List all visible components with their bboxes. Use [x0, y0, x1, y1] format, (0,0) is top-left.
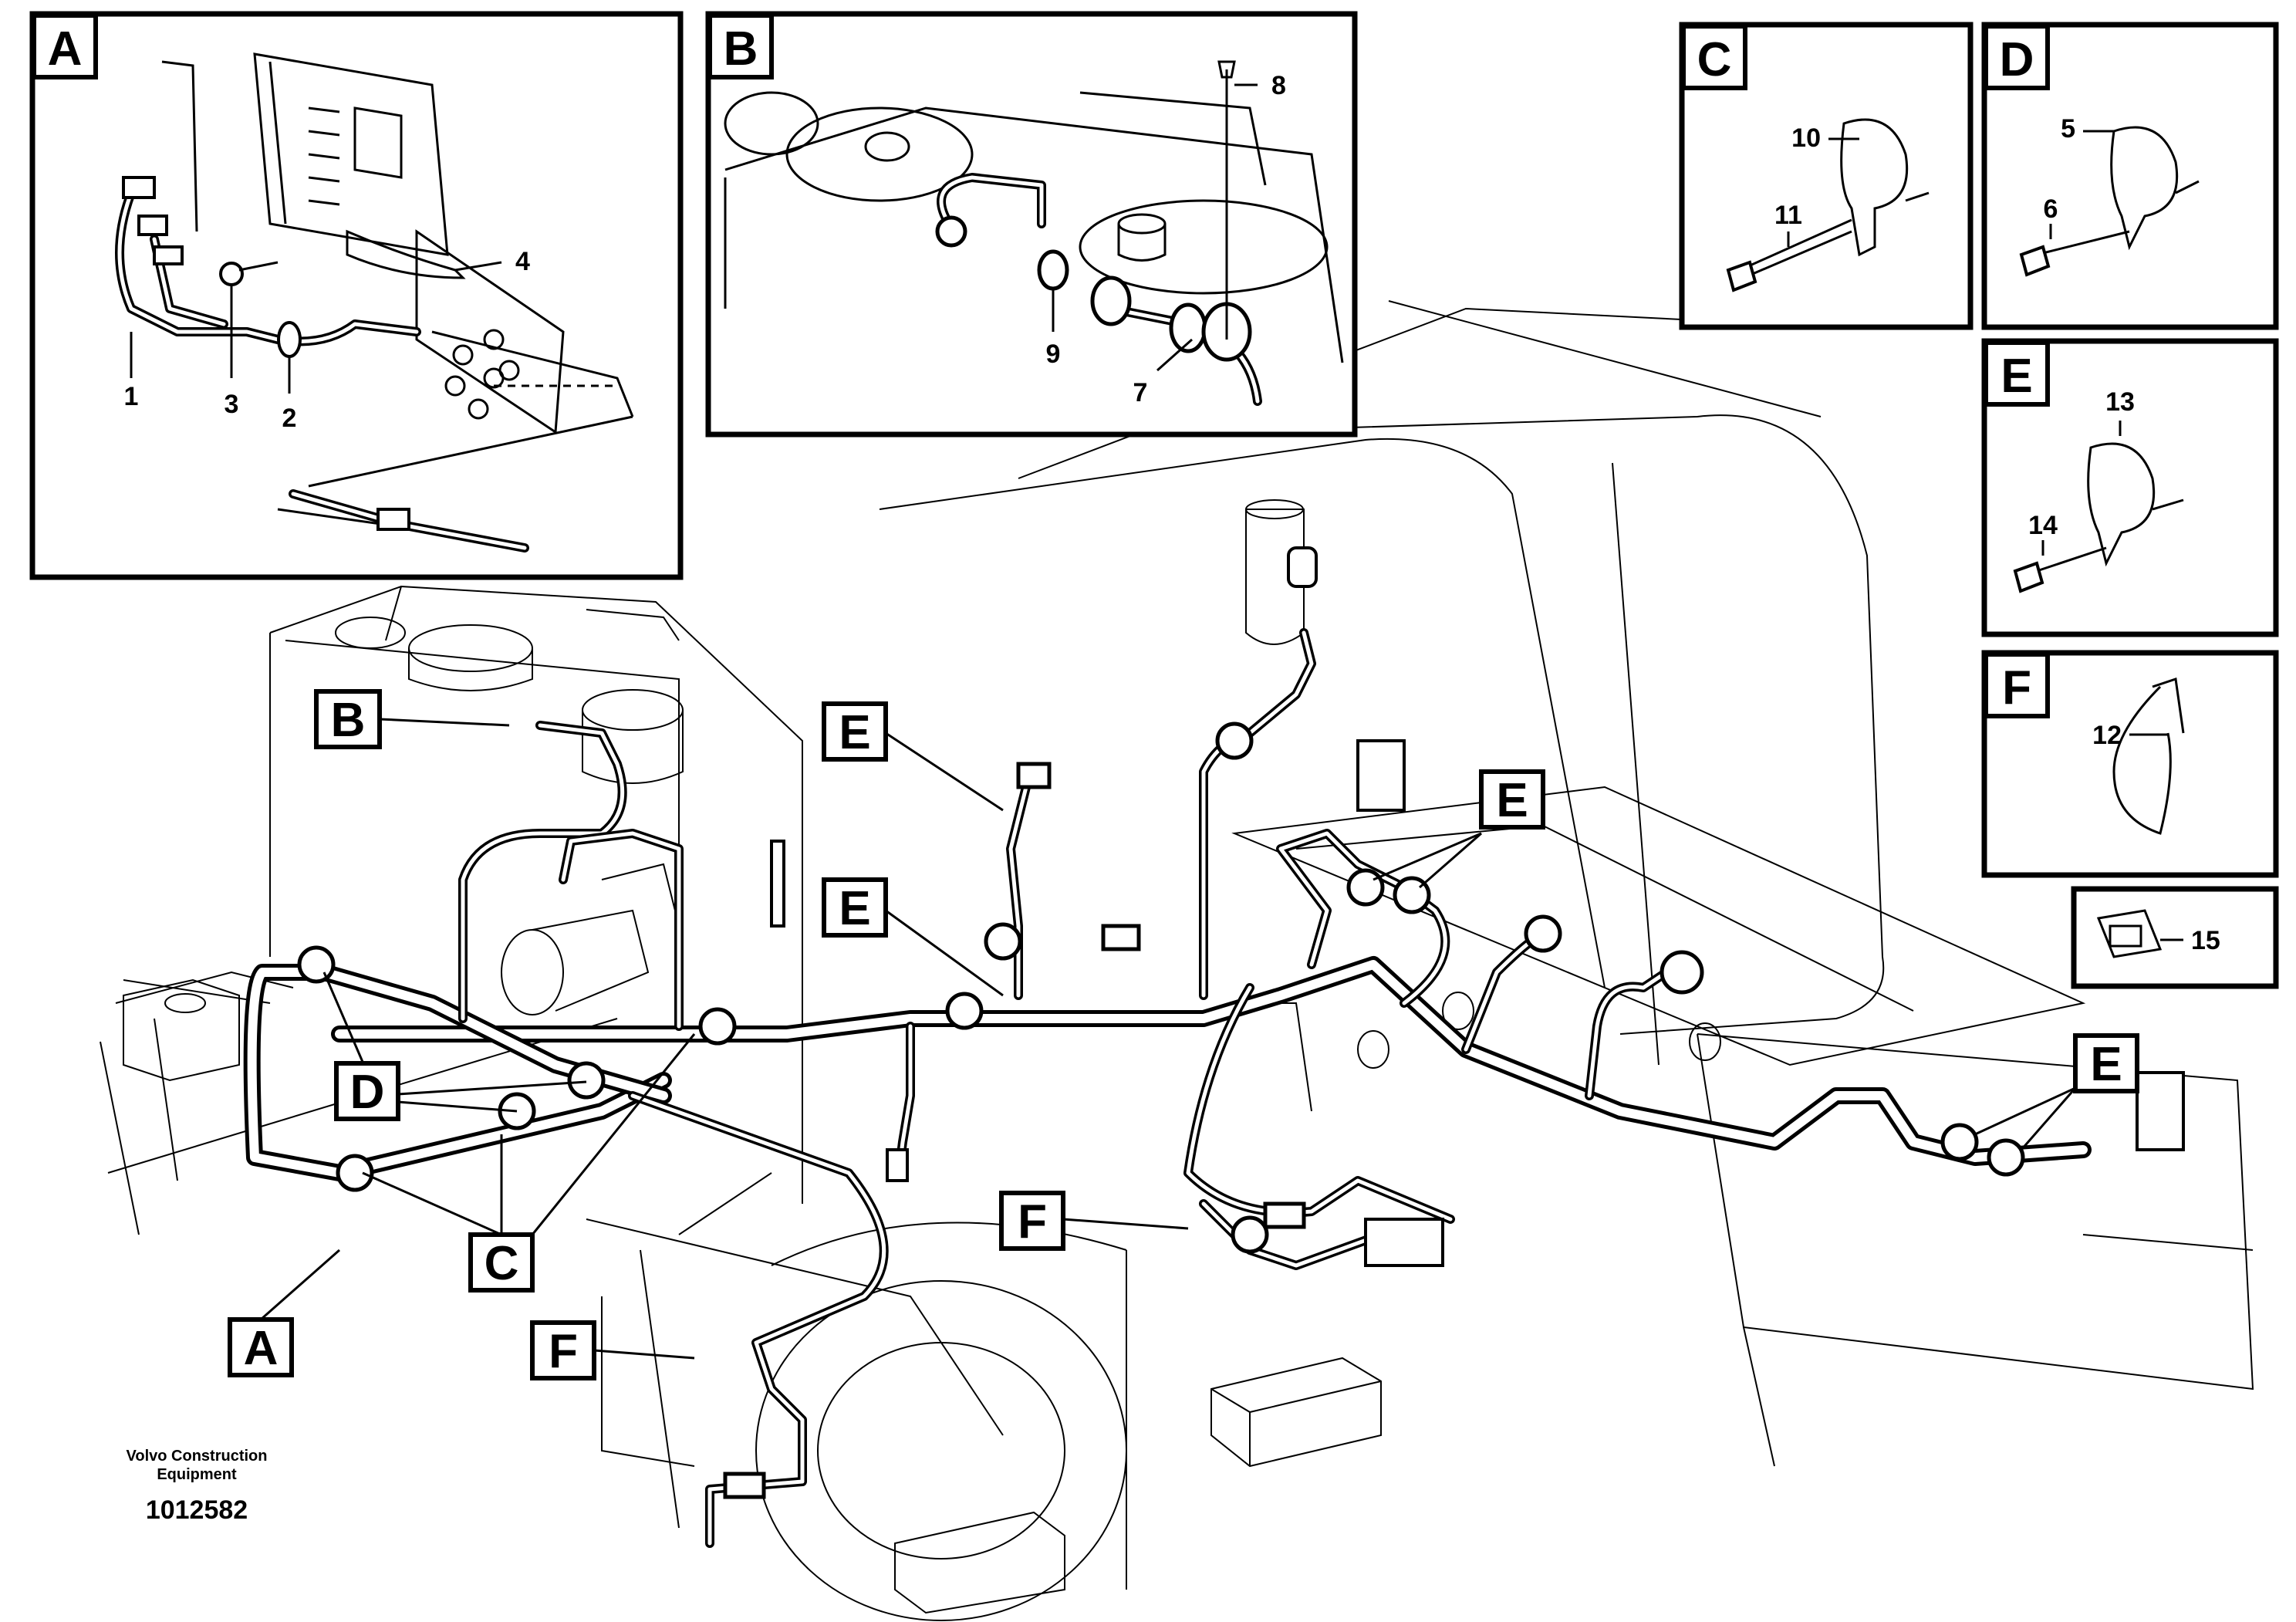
callout-7: 7 — [1133, 378, 1148, 407]
footer: Volvo Construction Equipment 1012582 — [127, 1448, 268, 1525]
callout-11: 11 — [1774, 201, 1802, 230]
label-e-3: E — [1496, 774, 1528, 827]
callout-1: 1 — [124, 382, 139, 411]
detail-d-letter: D — [2000, 33, 2034, 86]
label-d: D — [350, 1066, 385, 1119]
detail-box-a: A 1 — [29, 11, 684, 580]
callout-10: 10 — [1791, 123, 1821, 153]
callout-13: 13 — [2105, 387, 2135, 417]
detail-box-part15: 15 — [2071, 886, 2279, 989]
detail-f-letter: F — [2002, 661, 2031, 715]
detail-box-f: F 12 — [1981, 650, 2279, 878]
label-a: A — [244, 1322, 279, 1375]
callout-5: 5 — [2061, 114, 2075, 144]
label-e-2: E — [839, 882, 870, 935]
callout-8: 8 — [1271, 71, 1286, 100]
callout-9: 9 — [1046, 340, 1061, 369]
label-e-4: E — [2090, 1038, 2122, 1091]
detail-e-letter: E — [2001, 350, 2032, 403]
callout-4: 4 — [515, 247, 530, 276]
label-b: B — [331, 694, 366, 747]
callout-15: 15 — [2191, 926, 2220, 955]
company-name-line2: Equipment — [157, 1466, 237, 1483]
detail-c-letter: C — [1697, 33, 1732, 86]
detail-box-b: B 8 9 7 — [705, 11, 1358, 438]
callout-12: 12 — [2092, 721, 2122, 750]
company-name-line1: Volvo Construction — [127, 1448, 268, 1465]
label-f-1: F — [1018, 1195, 1047, 1249]
detail-box-d: D 5 6 — [1981, 22, 2279, 330]
detail-box-e: E 13 14 — [1981, 338, 2279, 637]
callout-3: 3 — [225, 390, 239, 419]
detail-a-letter: A — [48, 22, 83, 76]
label-c: C — [485, 1237, 519, 1290]
label-e-1: E — [839, 706, 870, 759]
callout-6: 6 — [2044, 194, 2058, 224]
label-f-2: F — [549, 1325, 578, 1378]
detail-b-letter: B — [724, 22, 758, 76]
harness-connectors — [297, 546, 2185, 1499]
drawing-number: 1012582 — [146, 1495, 248, 1525]
main-wire-harness — [243, 628, 2092, 1548]
callout-14: 14 — [2028, 511, 2058, 540]
main-view-labels: B E E E E D C A F — [228, 689, 2139, 1380]
callout-2: 2 — [282, 404, 297, 433]
filter-housing-drawing — [724, 91, 1344, 363]
machine-outline — [100, 300, 2254, 1621]
detail-box-c: C 10 11 — [1679, 22, 1974, 330]
